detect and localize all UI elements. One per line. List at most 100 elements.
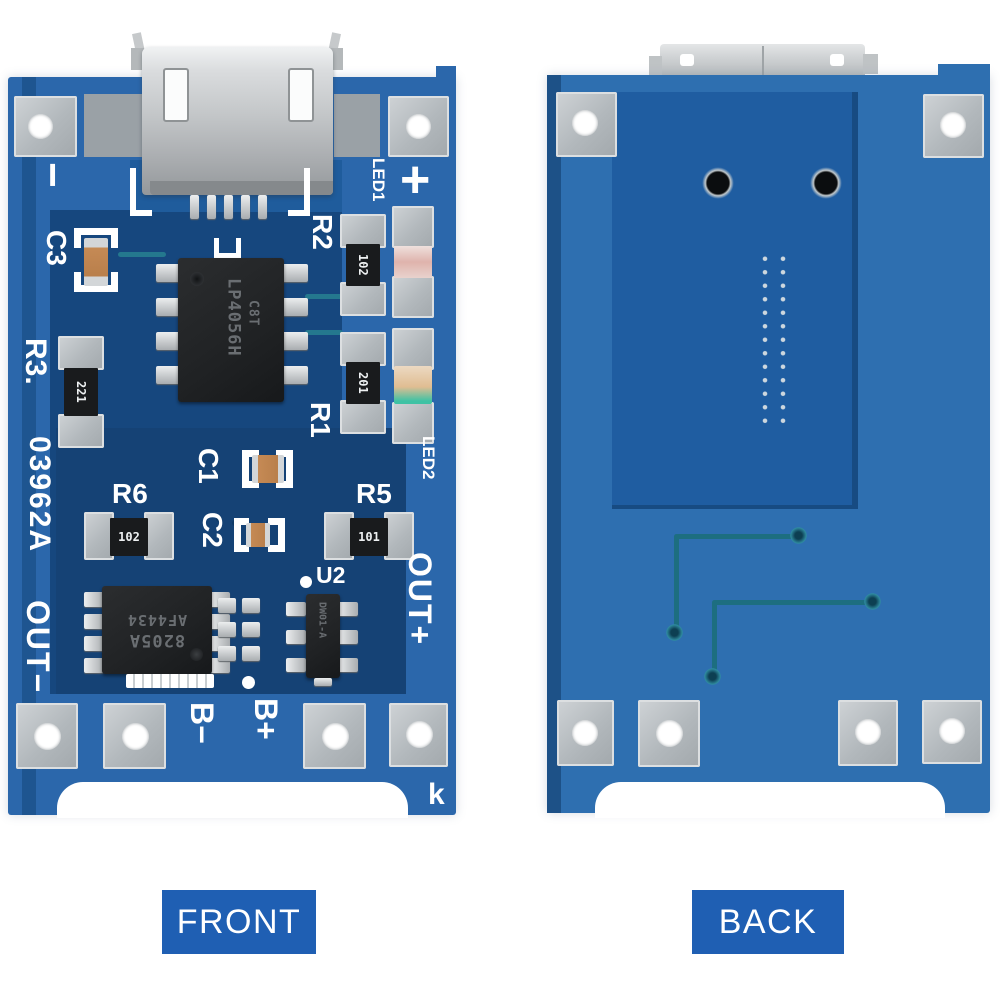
resistor-r5: 101 [350,518,388,556]
c1-silk-bracket [286,450,293,488]
back-pcb-top-step [938,64,990,78]
solder-pad [242,598,260,613]
back-center-panel [612,92,858,509]
silkscreen-k-label: k [428,778,445,811]
protection-ic-marking: DW01-A [316,602,328,639]
mounting-hole [322,723,349,750]
via-pad [864,593,881,610]
c2-silk-bracket [234,518,241,552]
usb-back-seam [762,46,764,76]
resistor-pad [84,512,114,560]
ic-dimple [190,648,203,661]
copper-trace [712,600,717,678]
silkscreen-u2-label: U2 [316,562,346,588]
led2-pad [392,328,434,370]
usb-silk-bracket [304,168,310,216]
board-bottom-notch [595,782,945,818]
mosfet-ic-marking: 8205A [128,630,186,650]
silkscreen-c1-label: C1 [193,448,224,484]
led1-pad [392,206,434,248]
mosfet-ic-marking2: AF4434 [126,610,188,629]
resistor-r1: 201 [346,362,380,404]
c1-silk-bracket [242,481,259,488]
c2-silk-bracket [268,518,283,525]
led1-component [394,246,432,278]
usb-pin [258,195,267,219]
silkscreen-c3-label: C3 [41,230,72,266]
resistor-pad [324,512,354,560]
solder-pad [218,622,236,637]
copper-trace [674,534,679,632]
mounting-hole [940,112,966,138]
c2-silk-bracket [234,545,249,552]
c3-silk-bracket [74,285,118,292]
usb-pin [190,195,199,219]
capacitor-c2 [246,523,270,547]
resistor-pad [144,512,174,560]
resistor-r6: 102 [110,518,148,556]
solder-pad [242,622,260,637]
ic-pin [84,614,104,629]
ic-pin [84,636,104,651]
resistor-r1-value: 201 [356,372,370,394]
silkscreen-plus-label: + [400,151,431,209]
silkscreen-b-plus-label: B+ [248,698,284,740]
ic-pin [156,264,182,282]
back-caption: BACK [692,890,844,954]
mounting-hole [28,114,53,139]
resistor-pad [58,336,104,370]
front-caption: FRONT [162,890,316,954]
capacitor-c3 [84,238,108,286]
mounting-hole [656,720,683,747]
ic-pin [338,602,358,616]
main-ic-marking: LP4056H [223,278,244,357]
mounting-hole [939,718,965,744]
c2-silk-bracket [234,518,249,525]
mounting-hole [855,719,881,745]
mounting-hole [572,110,598,136]
via-array [752,250,788,426]
protection-ic: DW01-A [306,594,340,678]
led2-pad [392,402,434,444]
ic-dimple [190,272,204,286]
mounting-hole [34,723,61,750]
usb-shield-tab [84,94,142,157]
back-caption-text: BACK [718,902,818,941]
c1-silk-bracket [242,450,259,457]
silkscreen-r5-label: R5 [356,478,392,509]
main-ic-marking2: C8T [245,300,261,327]
via-pad [666,624,683,641]
resistor-pad [58,414,104,448]
ic-pin [286,630,306,644]
ic-pin [282,264,308,282]
copper-trace [118,252,166,257]
c2-silk-bracket [268,545,283,552]
copper-trace [305,330,343,335]
ic-pin [282,332,308,350]
resistor-r2: 102 [346,244,380,286]
ic-pin [210,658,230,673]
via-pad [790,527,807,544]
front-caption-text: FRONT [176,902,302,941]
resistor-pad [340,282,386,316]
mounting-hole [406,721,433,748]
c1-silk-bracket [276,450,293,457]
usb-back-hole [830,54,844,66]
silkscreen-c2-label: C2 [197,512,228,548]
silkscreen-r6-label: R6 [112,478,148,509]
resistor-r3: 221 [64,368,98,416]
copper-trace [305,294,343,299]
usb-silk-bracket [130,168,136,216]
ic-pin [156,332,182,350]
resistor-pad [340,400,386,434]
mounting-hole [122,723,149,750]
board-bottom-notch [57,782,408,818]
usb-pin [224,195,233,219]
usb-back-hole [680,54,694,66]
ic-pin [84,592,104,607]
silkscreen-b-minus-label: B− [184,702,220,744]
c1-silk-bracket [242,450,249,488]
capacitor-c1 [252,455,284,483]
c3-silk-bracket [74,228,81,248]
ic-pin [314,678,332,686]
